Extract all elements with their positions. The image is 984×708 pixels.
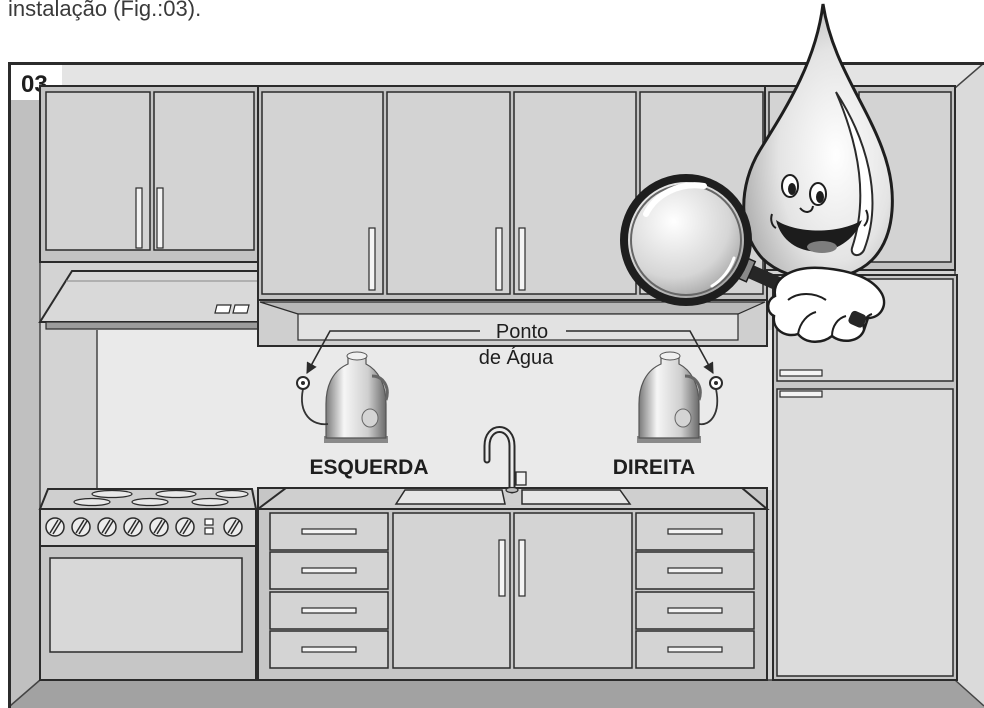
drawer-handle: [302, 529, 356, 534]
knob: [224, 518, 242, 536]
knob: [124, 518, 142, 536]
burner: [156, 491, 196, 498]
knob: [176, 518, 194, 536]
tongue: [807, 241, 837, 253]
drawer-handle: [302, 608, 356, 613]
faucet-lever: [516, 472, 526, 485]
burner: [192, 499, 228, 506]
water-point-label-line1: Ponto: [496, 321, 548, 343]
right-wall: [955, 63, 984, 706]
water-point-label-line2: de Água: [479, 346, 554, 369]
burner: [132, 499, 168, 506]
magnifier-lens: [624, 178, 748, 302]
upper-cabinet-left: [40, 86, 258, 262]
door-handle: [496, 228, 502, 290]
cabinet-door: [514, 92, 636, 294]
pupil-right: [816, 191, 824, 203]
fridge-door: [777, 389, 953, 676]
door-handle: [136, 188, 142, 248]
hood-underside: [46, 322, 258, 329]
cabinet-door: [262, 92, 383, 294]
lower-cabinet: [258, 488, 767, 680]
door-handle: [369, 228, 375, 290]
filter-cap: [347, 352, 367, 360]
drawer-handle: [668, 608, 722, 613]
water-point-left-center: [301, 381, 305, 385]
indicator-light: [205, 528, 213, 534]
door-handle: [519, 540, 525, 596]
drawer-handle: [302, 568, 356, 573]
sink-basin-left: [396, 490, 505, 504]
drawer-handle: [668, 529, 722, 534]
cabinet-door: [393, 513, 510, 668]
knob: [98, 518, 116, 536]
water-point-right-center: [714, 381, 718, 385]
cabinet-door: [514, 513, 632, 668]
hood-button: [215, 305, 231, 313]
filter-dial: [362, 409, 378, 427]
door-handle: [157, 188, 163, 248]
indicator-light: [205, 519, 213, 525]
left-wall: [10, 63, 40, 706]
fridge-handle: [780, 391, 822, 397]
knob: [150, 518, 168, 536]
filter-dial: [675, 409, 691, 427]
floor: [10, 680, 984, 708]
hood-front: [40, 271, 258, 322]
cabinet-door: [387, 92, 510, 294]
burner: [216, 491, 248, 498]
cabinet-door: [46, 92, 150, 250]
freezer-handle: [780, 370, 822, 376]
oven-window: [50, 558, 242, 652]
burner: [92, 491, 132, 498]
pupil-left: [788, 183, 796, 195]
door-handle: [499, 540, 505, 596]
drawer-handle: [302, 647, 356, 652]
cabinet-door: [154, 92, 254, 250]
burner: [74, 499, 110, 506]
sink-basin-right: [522, 490, 630, 504]
stove: [40, 489, 256, 680]
right-position-label: DIREITA: [613, 456, 695, 479]
knob: [46, 518, 64, 536]
faucet-base: [506, 488, 518, 493]
hood-button: [233, 305, 249, 313]
knob: [72, 518, 90, 536]
drawer-handle: [668, 568, 722, 573]
left-position-label: ESQUERDA: [309, 456, 428, 479]
door-handle: [519, 228, 525, 290]
drawer-handle: [668, 647, 722, 652]
filter-cap: [660, 352, 680, 360]
range-hood: [40, 271, 258, 329]
figure-caption: instalação (Fig.:03).: [8, 0, 201, 21]
